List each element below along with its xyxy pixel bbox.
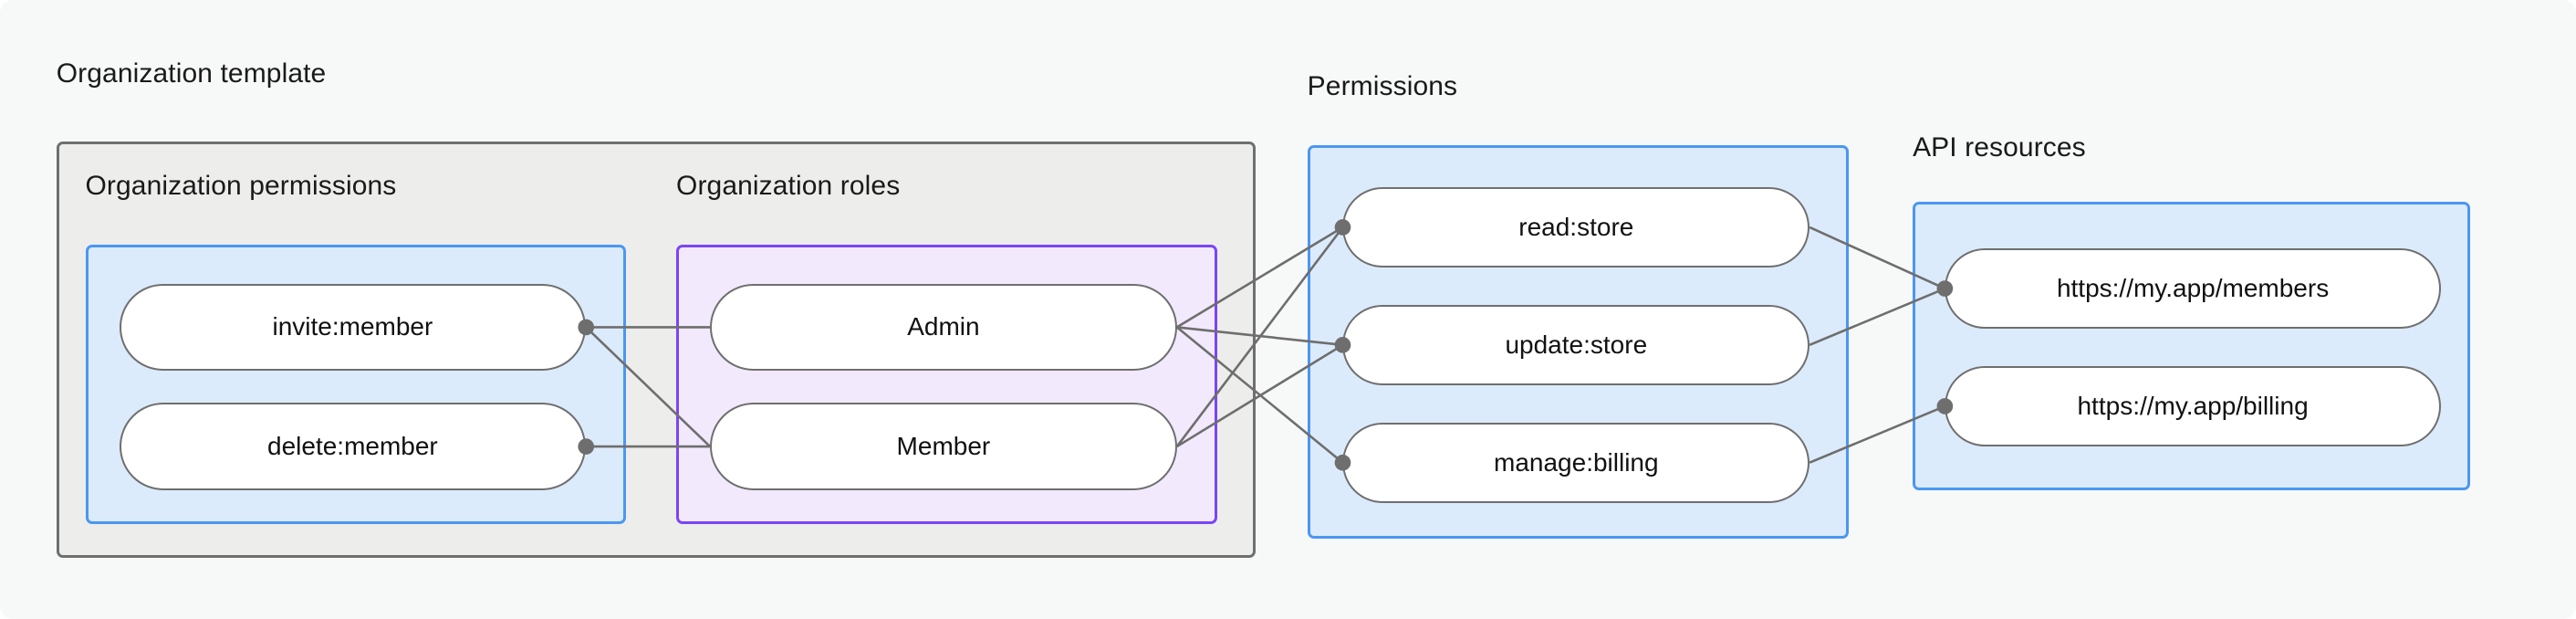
node-manage-billing[interactable]: manage:billing — [1342, 422, 1810, 503]
group-label-api-resources: API resources — [1913, 131, 2086, 163]
node-invite-member[interactable]: invite:member — [119, 283, 587, 372]
node-role-member[interactable]: Member — [710, 403, 1177, 490]
node-res-members[interactable]: https://my.app/members — [1945, 247, 2441, 330]
group-box-api-resources[interactable] — [1913, 201, 2470, 490]
group-label-organization-permissions: Organization permissions — [85, 171, 397, 202]
group-label-organization-roles: Organization roles — [676, 171, 901, 202]
node-role-admin[interactable]: Admin — [710, 283, 1177, 372]
group-label-organization-template: Organization template — [56, 58, 327, 89]
node-read-store[interactable]: read:store — [1342, 186, 1810, 268]
node-delete-member[interactable]: delete:member — [119, 403, 587, 490]
node-update-store[interactable]: update:store — [1342, 304, 1810, 385]
node-res-billing[interactable]: https://my.app/billing — [1945, 365, 2441, 447]
group-label-permissions: Permissions — [1307, 70, 1458, 101]
